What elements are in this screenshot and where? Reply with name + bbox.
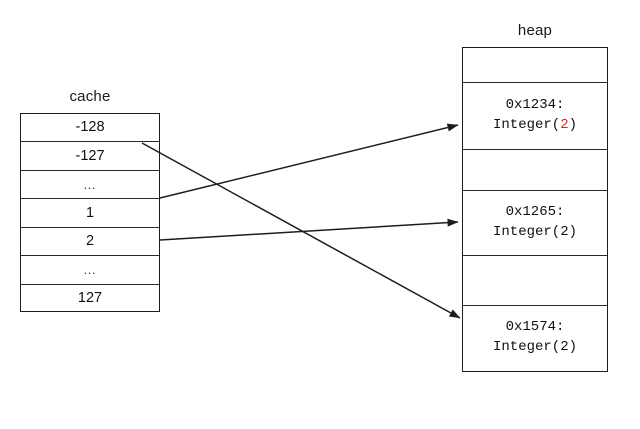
arrow-two-to-0x1265 — [159, 218, 459, 241]
heap-value-suffix: ) — [568, 117, 578, 133]
cache-cell-value: … — [83, 262, 97, 278]
cache-row-4: 2 — [21, 228, 159, 257]
cache-cell-value: 1 — [85, 204, 95, 221]
heap-cell-address: 0x1234: — [505, 97, 565, 114]
cache-row-1: -127 — [21, 142, 159, 171]
heap-cell-0x1574: 0x1574: Integer(2) — [463, 306, 607, 370]
cache-row-2: … — [21, 171, 159, 200]
cache-cell-value: -127 — [75, 147, 105, 164]
heap-table: 0x1234: Integer(2) 0x1265: Integer(2) 0x… — [462, 47, 608, 372]
heap-cell-empty-2 — [463, 256, 607, 306]
heap-cell-value: Integer(2) — [493, 223, 577, 243]
cache-row-6: 127 — [21, 285, 159, 313]
arrow-one-to-0x1234 — [159, 123, 459, 199]
heap-cell-empty-1 — [463, 150, 607, 191]
cache-cell-value: 127 — [77, 290, 103, 307]
heap-cell-empty-0 — [463, 48, 607, 83]
cache-table: -128 -127 … 1 2 … 127 — [20, 113, 160, 312]
heap-cell-value: Integer(2) — [493, 338, 577, 358]
cache-table-label: cache — [69, 88, 111, 105]
heap-value-suffix: 2) — [560, 224, 578, 240]
heap-cell-value: Integer(2) — [493, 116, 577, 136]
heap-cell-address: 0x1265: — [505, 204, 565, 221]
heap-value-prefix: Integer( — [492, 339, 561, 355]
heap-value-suffix: 2) — [560, 339, 578, 355]
heap-table-label: heap — [517, 22, 553, 39]
cache-cell-value: 2 — [85, 233, 95, 250]
heap-value-prefix: Integer( — [492, 117, 561, 133]
heap-cell-0x1265: 0x1265: Integer(2) — [463, 191, 607, 256]
cache-cell-value: -128 — [75, 119, 105, 136]
heap-value-prefix: Integer( — [492, 224, 561, 240]
arrow-minus127-to-0x1574 — [141, 142, 461, 319]
heap-cell-address: 0x1574: — [505, 319, 565, 336]
cache-row-3: 1 — [21, 199, 159, 228]
cache-row-5: … — [21, 256, 159, 285]
cache-cell-value: … — [83, 177, 97, 193]
heap-value-highlight: 2 — [560, 117, 569, 133]
cache-row-0: -128 — [21, 114, 159, 143]
heap-cell-0x1234: 0x1234: Integer(2) — [463, 83, 607, 150]
